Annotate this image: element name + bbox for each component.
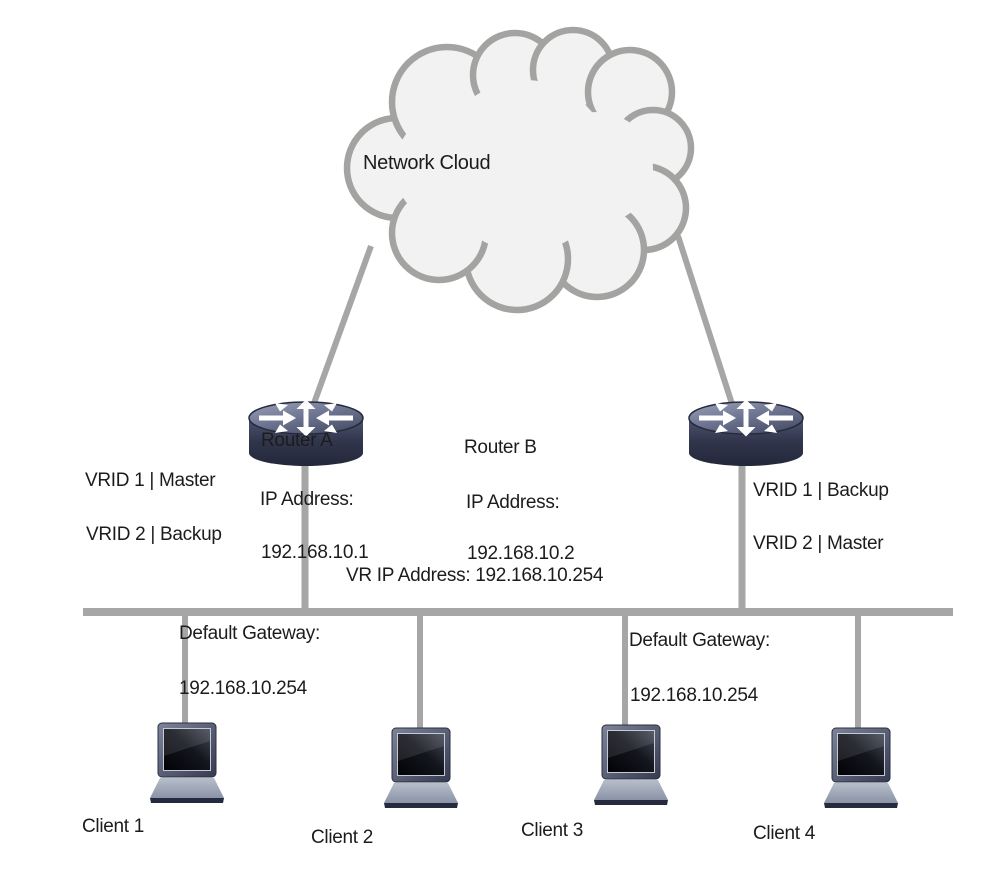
link-cloud-router-b — [675, 235, 736, 408]
router-b-ip-value: 192.168.10.2 — [467, 543, 575, 564]
client-4-label: Client 4 — [753, 823, 816, 844]
gateway-right-ip-value: 192.168.10.254 — [630, 685, 758, 706]
gateway-left-caption: Default Gateway: — [179, 623, 320, 644]
cloud-label: Network Cloud — [363, 152, 491, 174]
virtual-router-ip-label: VR IP Address: 192.168.10.254 — [346, 565, 604, 586]
router-a-ip-caption: IP Address: — [260, 489, 354, 510]
router-b-ip-caption: IP Address: — [466, 492, 560, 513]
router-a-vrid1-label: VRID 1 | Master — [85, 470, 216, 491]
client-3-laptop-icon — [594, 724, 668, 805]
gateway-right-caption: Default Gateway: — [629, 630, 770, 651]
router-b-label: Router B — [464, 437, 537, 458]
client-2-label: Client 2 — [311, 827, 374, 848]
laptop-glyph — [594, 724, 668, 805]
network-cloud-icon — [343, 26, 695, 314]
router-arrows-glyph — [699, 399, 793, 437]
router-a-ip-value: 192.168.10.1 — [261, 542, 369, 563]
client-3-label: Client 3 — [521, 820, 584, 841]
router-arrows-glyph — [259, 399, 353, 437]
gateway-left-ip-value: 192.168.10.254 — [179, 678, 307, 699]
router-b-icon — [688, 399, 804, 466]
client-1-label: Client 1 — [82, 816, 145, 837]
router-a-label: Router A — [261, 430, 333, 451]
router-a-vrid2-label: VRID 2 | Backup — [86, 524, 222, 545]
router-b-vrid2-label: VRID 2 | Master — [753, 533, 884, 554]
laptop-glyph — [824, 727, 898, 808]
client-2-laptop-icon — [384, 727, 458, 808]
laptop-glyph — [150, 722, 224, 803]
laptop-glyph — [384, 727, 458, 808]
router-a-icon — [248, 399, 364, 466]
client-4-laptop-icon — [824, 727, 898, 808]
cloud-core-fill — [395, 80, 653, 252]
client-1-laptop-icon — [150, 722, 224, 803]
link-cloud-router-a — [310, 244, 374, 408]
router-b-vrid1-label: VRID 1 | Backup — [753, 480, 889, 501]
